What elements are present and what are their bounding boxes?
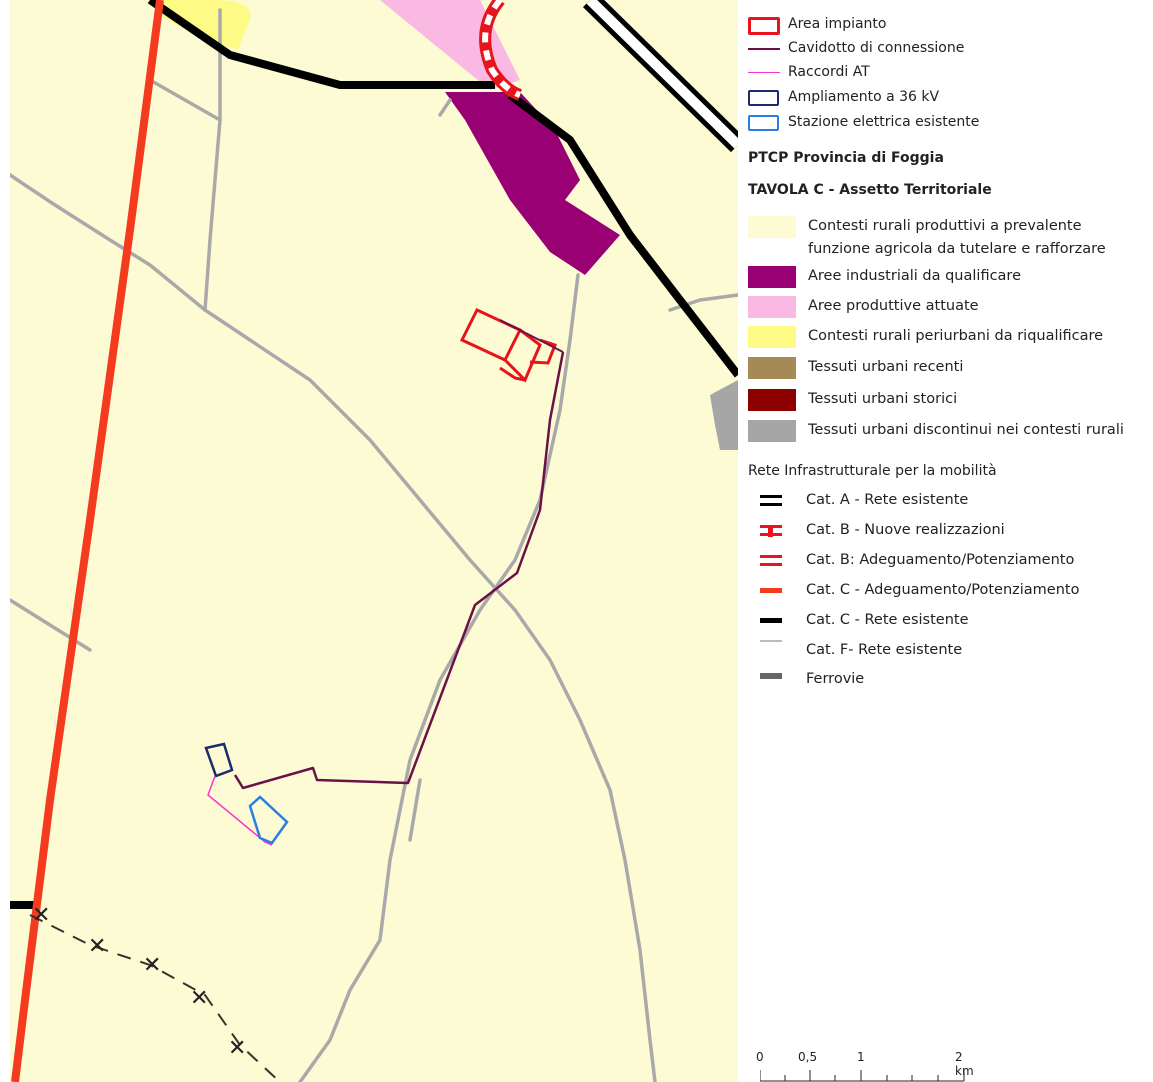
area-label: Contesti rurali periurbani da riqualific… <box>808 328 1104 344</box>
tavola-title: TAVOLA C - Assetto Territoriale <box>748 182 992 198</box>
cat-f-roads <box>10 8 738 1082</box>
swatch-produttive <box>748 296 796 318</box>
railway: ✕ ✕ ✕ ✕ ✕ <box>29 903 281 1082</box>
existing-substation <box>248 795 289 845</box>
svg-text:✕: ✕ <box>143 953 161 978</box>
gray-line-icon <box>760 639 782 653</box>
red-outline-rect-icon <box>748 16 780 35</box>
discontinuous-urban-area <box>710 380 738 450</box>
legend-item-cavidotto: Cavidotto di connessione <box>748 40 964 56</box>
line-icon <box>748 64 780 80</box>
navy-outline-rect-icon <box>748 89 779 106</box>
industrial-area <box>445 92 620 275</box>
infra-label: Cat. B: Adeguamento/Potenziamento <box>806 552 1075 568</box>
legend-label: Ampliamento a 36 kV <box>788 89 940 105</box>
svg-text:✕: ✕ <box>228 1036 246 1061</box>
dark-gray-bar-icon <box>760 672 782 686</box>
cat-a-motorway <box>583 0 738 153</box>
infra-label: Cat. C - Adeguamento/Potenziamento <box>806 582 1080 598</box>
thick-orange-red-line-icon <box>760 584 782 598</box>
svg-text:✕: ✕ <box>88 934 106 959</box>
svg-text:✕: ✕ <box>190 986 208 1011</box>
area-label: Tessuti urbani storici <box>808 391 958 407</box>
infra-label: Cat. C - Rete esistente <box>806 612 969 628</box>
area-label: Aree produttive attuate <box>808 298 979 314</box>
infra-title: Rete Infrastrutturale per la mobilità <box>748 463 997 479</box>
cat-b-new-road <box>479 0 523 101</box>
area-label: Tessuti urbani recenti <box>808 359 964 375</box>
cat-c-upgrade-road <box>11 0 164 1082</box>
swatch-rural-productive <box>748 216 796 238</box>
scale-label: 1 <box>857 1050 865 1064</box>
thick-black-line-icon <box>760 614 782 628</box>
swatch-periurban <box>748 326 796 348</box>
infra-label: Ferrovie <box>806 671 865 687</box>
swatch-urban-recent <box>748 357 796 379</box>
line-icon <box>748 40 780 56</box>
legend-label: Area impianto <box>788 16 887 32</box>
legend-item-stazione: Stazione elettrica esistente <box>748 114 980 131</box>
double-black-line-icon <box>760 494 782 508</box>
area-label: Tessuti urbani discontinui nei contesti … <box>808 422 1124 438</box>
area-label: Contesti rurali produttivi a prevalente <box>808 218 1082 234</box>
legend-item-ampliamento: Ampliamento a 36 kV <box>748 89 940 106</box>
legend-label: Stazione elettrica esistente <box>788 114 980 130</box>
infra-label: Cat. B - Nuove realizzazioni <box>806 522 1005 538</box>
red-dashed-double-line-icon <box>760 524 782 538</box>
double-red-line-icon <box>760 554 782 568</box>
scale-label: 0,5 <box>798 1050 818 1064</box>
svg-text:✕: ✕ <box>32 903 50 928</box>
at-connections <box>207 775 273 846</box>
connection-cable-spur <box>499 319 564 353</box>
extension-36kv <box>204 742 234 778</box>
scale-label: 0 <box>756 1050 764 1064</box>
blue-outline-rect-icon <box>748 114 779 131</box>
swatch-urban-discontinuous <box>748 420 796 442</box>
swatch-industrial <box>748 266 796 288</box>
connection-cable <box>233 351 565 790</box>
legend-label: Raccordi AT <box>788 64 870 80</box>
legend-item-area-impianto: Area impianto <box>748 16 887 35</box>
map-canvas[interactable]: ✕ ✕ ✕ ✕ ✕ <box>10 0 738 1082</box>
infra-label: Cat. F- Rete esistente <box>806 642 963 658</box>
area-label-cont: funzione agricola da tutelare e rafforza… <box>808 241 1106 257</box>
ptcp-title: PTCP Provincia di Foggia <box>748 150 944 166</box>
scale-bar: 0 0,5 1 2 km <box>756 1050 974 1082</box>
rural-context-area <box>10 0 738 1082</box>
map-legend: Area impianto Cavidotto di connessione R… <box>740 0 1153 1082</box>
legend-label: Cavidotto di connessione <box>788 40 965 56</box>
legend-item-raccordi: Raccordi AT <box>748 64 870 80</box>
scale-bar-ticks <box>760 1070 965 1082</box>
area-label: Aree industriali da qualificare <box>808 268 1021 284</box>
infra-label: Cat. A - Rete esistente <box>806 492 969 508</box>
swatch-urban-historic <box>748 389 796 411</box>
